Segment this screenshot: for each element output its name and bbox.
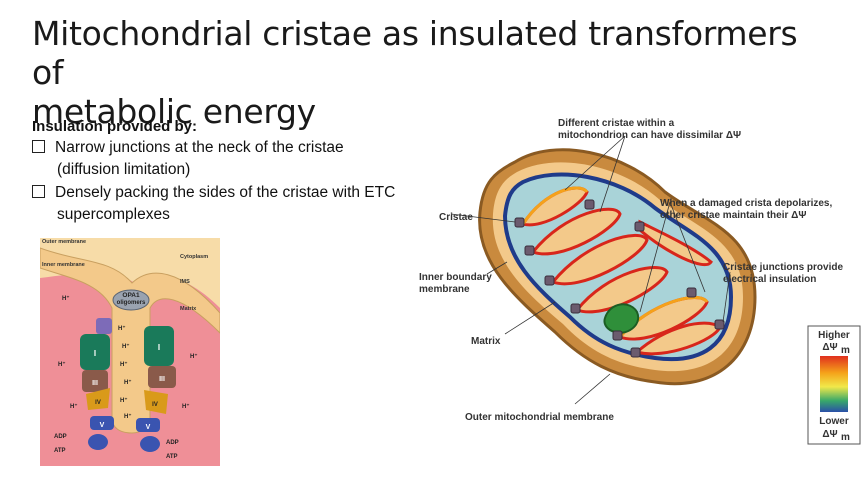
crista-2 <box>530 207 622 256</box>
complex-IV-left <box>86 388 110 410</box>
proton-label: H⁺ <box>70 403 78 410</box>
crista-6 <box>638 219 713 267</box>
callout-damaged-2: other cristae maintain their ΔΨ <box>660 210 806 221</box>
inner-boundary-label-2: membrane <box>419 284 470 295</box>
proton-label: H⁺ <box>124 379 132 386</box>
callout-dissimilar-2: mitochondrion can have dissimilar ΔΨ <box>558 130 741 141</box>
title-line-1: Mitochondrial cristae as insulated trans… <box>32 14 798 92</box>
atp-label-right: ATP <box>166 454 178 460</box>
outer-membrane-label: Outer membrane <box>42 239 86 245</box>
complex-I-left <box>80 334 110 370</box>
proton-label: H⁺ <box>182 403 190 410</box>
legend-subscript-bottom: m <box>841 432 850 443</box>
svg-text:III: III <box>159 376 165 383</box>
legend-symbol-bottom: ΔΨ <box>822 429 837 440</box>
proton-label: H⁺ <box>62 295 70 302</box>
delta-psi-legend: Higher ΔΨ m Lower ΔΨ m <box>807 325 861 445</box>
bullet-2-line-1: Densely packing the sides of the cristae… <box>55 184 396 201</box>
proton-label: H⁺ <box>124 413 132 420</box>
svg-text:I: I <box>94 349 96 358</box>
damaged-crista <box>603 303 640 334</box>
opa1-label-2: oligomers <box>117 300 146 306</box>
svg-text:V: V <box>146 424 151 431</box>
bullet-neck-junctions: Narrow junctions at the neck of the cris… <box>32 137 344 181</box>
svg-text:I: I <box>158 343 160 352</box>
legend-lower: Lower <box>819 416 849 427</box>
callout-junction-2: electrical insulation <box>723 274 816 285</box>
checkbox-icon <box>32 140 45 153</box>
title-line-2: metabolic energy <box>32 92 316 131</box>
opa1-oligomer <box>112 289 150 311</box>
insulation-heading: Insulation provided by: <box>32 118 198 135</box>
bullet-1-line-1: Narrow junctions at the neck of the cris… <box>55 139 344 156</box>
cristae-group <box>520 186 722 356</box>
inner-membrane-label: Inner membrane <box>42 262 85 268</box>
bullet-1-line-2: (diffusion limitation) <box>57 161 191 178</box>
mitochondrion-diagram: Different cristae within a mitochondrion… <box>419 118 861 445</box>
proton-label: H⁺ <box>58 361 66 368</box>
atp-synthase-left <box>90 416 114 430</box>
crista-ims <box>40 247 220 434</box>
proton-label: H⁺ <box>118 325 126 332</box>
proton-label: H⁺ <box>120 361 128 368</box>
adp-label-right: ADP <box>166 440 179 446</box>
callout-junction-1: Cristae junctions provide <box>723 262 843 273</box>
complex-I-right <box>144 326 174 366</box>
proton-label: H⁺ <box>190 353 198 360</box>
checkbox-icon <box>32 185 45 198</box>
matrix-label: Matrix <box>180 306 197 312</box>
proton-label: H⁺ <box>122 343 130 350</box>
inner-boundary-label-1: Inner boundary <box>419 272 492 283</box>
crista-4 <box>574 266 669 314</box>
legend-gradient <box>820 356 848 412</box>
crista-3 <box>550 233 649 286</box>
complex-III-left <box>82 370 108 392</box>
svg-text:V: V <box>100 422 105 429</box>
svg-text:III: III <box>92 380 98 387</box>
bullet-dense-packing: Densely packing the sides of the cristae… <box>32 182 395 226</box>
callout-dissimilar-1: Different cristae within a <box>558 118 675 129</box>
complex-IV-right <box>144 390 168 414</box>
callout-damaged-1: When a damaged crista depolarizes, <box>660 198 832 209</box>
legend-higher: Higher <box>818 330 850 341</box>
ims-label: IMS <box>180 279 190 285</box>
svg-text:IV: IV <box>152 402 158 408</box>
etc-cristae-diagram: OPA1 oligomers Outer membrane Inner memb… <box>40 238 220 466</box>
slide-title: Mitochondrial cristae as insulated trans… <box>32 14 832 131</box>
legend-symbol-top: ΔΨ <box>822 342 837 353</box>
complex-III-right <box>148 366 176 388</box>
legend-subscript-top: m <box>841 345 850 356</box>
adp-label-left: ADP <box>54 434 67 440</box>
complex-small-purple <box>96 318 112 334</box>
svg-text:IV: IV <box>95 400 101 406</box>
opa1-label: OPA1 <box>122 292 140 299</box>
matrix-label: Matrix <box>471 336 501 347</box>
atp-synthase-right <box>136 418 160 432</box>
crista-junctions <box>514 199 725 358</box>
cytoplasm-label: Cytoplasm <box>180 254 208 260</box>
cristae-label: Cristae <box>439 212 473 223</box>
atp-label-left: ATP <box>54 448 66 454</box>
proton-label: H⁺ <box>120 397 128 404</box>
bullet-2-line-2: supercomplexes <box>57 206 170 223</box>
outer-membrane-label: Outer mitochondrial membrane <box>465 412 614 423</box>
